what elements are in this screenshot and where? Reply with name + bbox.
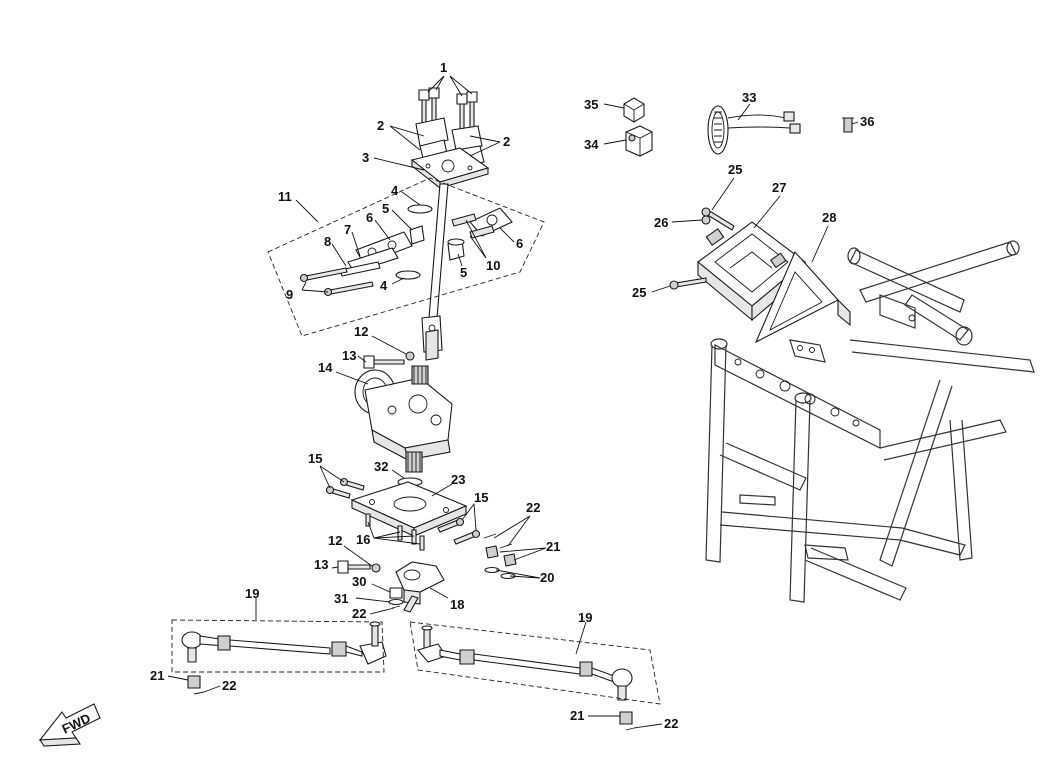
fwd-arrow-label: FWD: [60, 710, 93, 736]
callout-13: 13: [314, 557, 328, 572]
group-outline-11: [267, 177, 545, 337]
callout-21: 21: [570, 708, 584, 723]
callout-25: 25: [728, 162, 742, 177]
fwd-arrow: FWD: [38, 703, 101, 747]
callout-23: 23: [451, 472, 465, 487]
callout-25: 25: [632, 285, 646, 300]
callout-22: 22: [222, 678, 236, 693]
callout-34: 34: [584, 137, 599, 152]
callout-1: 1: [440, 60, 447, 75]
callout-22: 22: [352, 606, 366, 621]
callout-27: 27: [772, 180, 786, 195]
callout-11: 11: [278, 189, 292, 204]
bolt-12-13: [363, 351, 415, 369]
callout-19: 19: [245, 586, 259, 601]
callout-7: 7: [344, 222, 351, 237]
callout-18: 18: [450, 597, 464, 612]
callout-13: 13: [342, 348, 356, 363]
callout-33: 33: [742, 90, 756, 105]
vehicle-frame: [705, 240, 1035, 603]
callout-35: 35: [584, 97, 598, 112]
callout-labels: 1 2 2 3 4 4 5 5 6 6 7 8 9 10 11 12 12 13…: [150, 60, 874, 731]
callout-4: 4: [391, 183, 399, 198]
callout-26: 26: [654, 215, 668, 230]
callout-10: 10: [486, 258, 500, 273]
callout-2: 2: [503, 134, 510, 149]
callout-20: 20: [540, 570, 554, 585]
callout-21: 21: [546, 539, 560, 554]
steering-column: [410, 87, 490, 361]
callout-28: 28: [822, 210, 836, 225]
callout-6: 6: [366, 210, 373, 225]
callout-15: 15: [308, 451, 322, 466]
callout-31: 31: [334, 591, 348, 606]
callout-8: 8: [324, 234, 331, 249]
callout-36: 36: [860, 114, 874, 129]
power-steering-unit: [354, 365, 453, 473]
callout-12: 12: [354, 324, 368, 339]
tie-rod-right: [417, 625, 635, 731]
pitman-arm: [337, 533, 517, 613]
mount-plate: [325, 477, 481, 551]
callout-22: 22: [664, 716, 678, 731]
callout-3: 3: [362, 150, 369, 165]
callout-30: 30: [352, 574, 366, 589]
callout-6: 6: [516, 236, 523, 251]
callout-12: 12: [328, 533, 342, 548]
callout-15: 15: [474, 490, 488, 505]
leader-lines: [167, 75, 859, 729]
ecu-assembly: [669, 207, 851, 344]
callout-4: 4: [380, 278, 388, 293]
bearing-group: [299, 204, 513, 297]
electrical-parts: [623, 97, 854, 157]
callout-32: 32: [374, 459, 388, 474]
callout-14: 14: [318, 360, 333, 375]
callout-19: 19: [578, 610, 592, 625]
callout-2: 2: [377, 118, 384, 133]
group-outline-19-left: [171, 619, 385, 673]
callout-22: 22: [526, 500, 540, 515]
callout-16: 16: [356, 532, 370, 547]
callout-9: 9: [286, 287, 293, 302]
group-outline-19-right: [409, 621, 661, 705]
callout-5: 5: [460, 265, 467, 280]
callout-5: 5: [382, 201, 389, 216]
callout-21: 21: [150, 668, 164, 683]
tie-rod-left: [181, 621, 387, 695]
